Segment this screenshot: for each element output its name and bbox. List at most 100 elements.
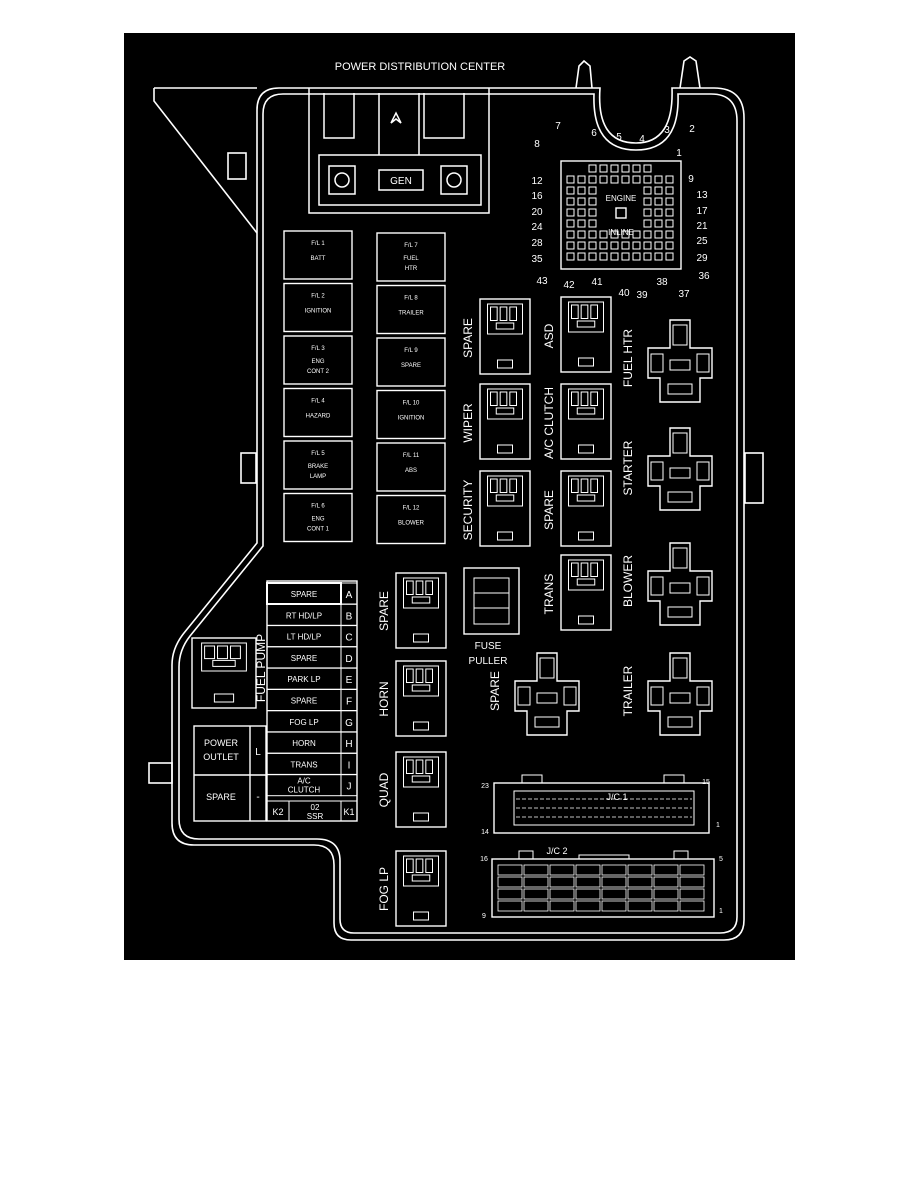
- connector-pin-cavity: [566, 175, 575, 184]
- fuse-letter: F: [346, 697, 352, 708]
- connector-pin-cavity: [610, 252, 619, 261]
- fuse-letter: J: [347, 782, 352, 793]
- jc2-pin-cavity: [523, 900, 549, 912]
- connector-pin-label: 37: [678, 289, 690, 300]
- fusible-link-id: F/L 8: [404, 296, 418, 302]
- mini-relay-terminal: [415, 668, 424, 683]
- mini-relay-terminal: [580, 391, 589, 406]
- connector-pin-cavity: [654, 252, 663, 261]
- connector-pin-cavity: [599, 230, 608, 239]
- jc2-latch: [673, 850, 689, 860]
- mini-relay-box: [479, 383, 531, 460]
- connector-pin-cavity: [566, 186, 575, 195]
- mini-relay-terminal: [578, 357, 594, 367]
- jc1-latch: [663, 774, 685, 784]
- large-relay-terminal: [672, 432, 688, 454]
- mini-relay-terminal: [578, 444, 594, 454]
- connector-pin-label: 8: [534, 139, 540, 150]
- fuse-letter: D: [345, 654, 352, 665]
- mini-relay-box: [560, 554, 612, 631]
- large-relay-label: FUEL HTR: [621, 329, 635, 388]
- mini-relay-terminal: [571, 304, 579, 319]
- fusible-link-box: [376, 389, 446, 440]
- connector-pin-cavity: [588, 208, 597, 217]
- fusible-link-id: F/L 6: [311, 504, 325, 510]
- connector-pin-cavity: [566, 219, 575, 228]
- connector-pin-label: 35: [531, 254, 543, 265]
- connector-pin-label: 4: [639, 134, 645, 145]
- mini-relay-box: [479, 298, 531, 375]
- mini-relay-terminal: [413, 812, 429, 822]
- jc2-latch: [578, 854, 630, 860]
- fusible-link-box: [283, 282, 353, 333]
- jc2-pin-cavity: [653, 864, 679, 876]
- mini-relay-terminal: [406, 759, 414, 774]
- mini-relay-terminal-block: [568, 301, 604, 333]
- mini-relay-label: SPARE: [542, 490, 556, 530]
- fuse-puller-label: FUSE: [475, 641, 502, 652]
- fuse-name: LT HD/LP: [287, 633, 321, 642]
- gen-label: GEN: [390, 176, 412, 187]
- mini-relay-terminal-block: [201, 642, 247, 672]
- connector-pin-label: 16: [531, 191, 543, 202]
- jc1-pin-label: 23: [481, 783, 489, 790]
- connector-pin-label: 24: [531, 222, 543, 233]
- jc2-pin-cavity: [679, 876, 705, 888]
- fusible-link-box: [283, 387, 353, 438]
- connector-pin-label: 43: [536, 276, 548, 287]
- connector-pin-cavity: [632, 164, 641, 173]
- fusible-link-box: [283, 440, 353, 490]
- jc2-pin-cavity: [679, 900, 705, 912]
- jc2-pin-cavity: [549, 900, 575, 912]
- connector-pin-cavity: [654, 230, 663, 239]
- connector-inline-label: INLINE: [608, 228, 634, 237]
- mini-relay-label: SPARE: [461, 318, 475, 358]
- jc2-pin-cavity: [575, 864, 601, 876]
- connector-pin-label: 5: [616, 132, 622, 143]
- fuse-letter: A: [346, 590, 353, 601]
- connector-pin-cavity: [577, 186, 586, 195]
- jc2-pin-cavity: [497, 876, 523, 888]
- mini-relay-terminal: [415, 858, 424, 873]
- jc2-latch: [518, 850, 534, 860]
- connector-pin-cavity: [577, 175, 586, 184]
- mini-relay-terminal: [576, 578, 596, 586]
- mini-relay-box: [560, 383, 612, 460]
- housing-outline: [148, 56, 764, 941]
- connector-pin-cavity: [610, 230, 619, 239]
- mini-relay-terminal-block: [403, 855, 439, 887]
- jc2-pin-label: 16: [480, 856, 488, 863]
- mini-relay-terminal: [411, 684, 431, 692]
- connector-pin-cavity: [632, 252, 641, 261]
- large-relay-label: BLOWER: [621, 555, 635, 607]
- large-relay-terminal: [669, 467, 691, 479]
- connector-pin-label: 6: [591, 128, 597, 139]
- mini-relay-terminal: [425, 580, 434, 595]
- connector-pin-label: 17: [696, 206, 708, 217]
- mini-relay-label: SECURITY: [461, 480, 475, 541]
- mini-relay-box: [395, 572, 447, 649]
- mini-relay-terminal: [509, 391, 518, 406]
- jc2-pin-label: 1: [719, 908, 723, 915]
- connector-pin-label: 1: [676, 148, 682, 159]
- fusible-link-id: F/L 1: [311, 241, 325, 247]
- large-relay-terminal: [563, 686, 577, 706]
- jc1-housing: [493, 782, 710, 834]
- connector-pin-label: 36: [698, 271, 710, 282]
- jc2-pin-cavity: [497, 900, 523, 912]
- jc1-pin-field: [513, 790, 695, 826]
- connector-pin-cavity: [643, 175, 652, 184]
- connector-pin-label: 20: [531, 207, 543, 218]
- jc2-pin-cavity: [601, 888, 627, 900]
- fusible-link-name: ENG: [311, 517, 324, 523]
- fusible-link-id: F/L 5: [311, 451, 325, 457]
- mini-relay-terminal: [497, 531, 513, 541]
- connector-pin-cavity: [654, 175, 663, 184]
- fusible-link-name: FUEL: [403, 256, 419, 262]
- connector-pin-cavity: [588, 197, 597, 206]
- diagram-title: POWER DISTRIBUTION CENTER: [335, 61, 506, 73]
